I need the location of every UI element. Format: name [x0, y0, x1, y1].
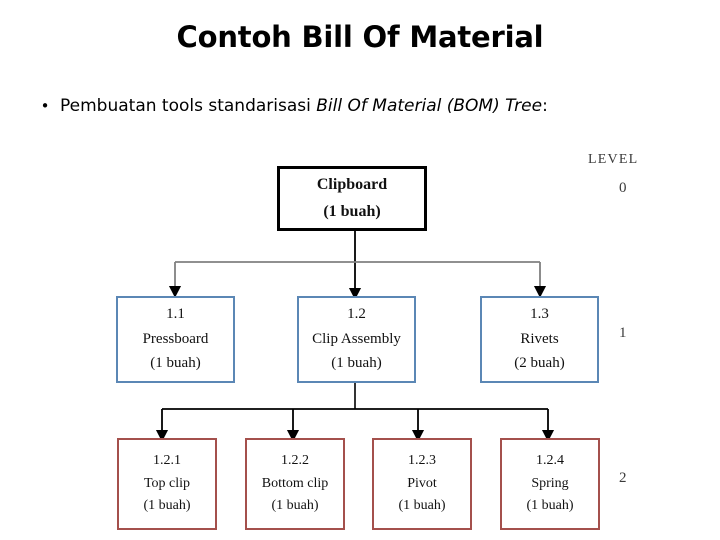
bom-node-qty: (1 buah) — [526, 498, 574, 514]
bom-node-code: 1.1 — [166, 305, 185, 322]
level-legend-title: LEVEL — [588, 152, 639, 167]
bom-node-name: Top clip — [143, 475, 191, 491]
bom-node-spring[interactable]: 1.2.4 Spring (1 buah) — [500, 438, 600, 530]
page-title: Contoh Bill Of Material — [176, 20, 544, 54]
bom-node-qty: (1 buah) — [143, 498, 191, 514]
level-legend-2: 2 — [619, 470, 627, 486]
bullet-list-item: • Pembuatan tools standarisasi Bill Of M… — [30, 96, 690, 116]
bom-node-code: 1.2.2 — [281, 452, 309, 468]
bom-node-top-clip[interactable]: 1.2.1 Top clip (1 buah) — [117, 438, 217, 530]
bom-node-name: Pivot — [407, 475, 437, 491]
bom-node-clip-assembly[interactable]: 1.2 Clip Assembly (1 buah) — [297, 296, 416, 383]
bom-node-qty: (1 buah) — [398, 498, 446, 514]
bom-node-name: Bottom clip — [261, 475, 329, 491]
bom-node-code: 1.2 — [347, 305, 366, 322]
bom-tree-diagram: Clipboard (1 buah) 1.1 Pressboard (1 bua… — [0, 140, 720, 540]
bom-node-qty: (1 buah) — [271, 498, 319, 514]
bom-node-name: Clipboard — [316, 175, 388, 193]
bom-node-name: Pressboard — [142, 330, 209, 347]
bom-node-qty: (1 buah) — [331, 355, 382, 372]
bom-node-pivot[interactable]: 1.2.3 Pivot (1 buah) — [372, 438, 472, 530]
level-legend-1: 1 — [619, 325, 627, 341]
bom-node-qty: (1 buah) — [150, 355, 201, 372]
bom-node-bottom-clip[interactable]: 1.2.2 Bottom clip (1 buah) — [245, 438, 345, 530]
bullet-text-tail: : — [542, 96, 548, 116]
bullet-text-lead: Pembuatan tools standarisasi — [60, 96, 317, 116]
bom-node-qty: (2 buah) — [514, 355, 565, 372]
bullet-text: Pembuatan tools standarisasi Bill Of Mat… — [60, 96, 548, 116]
bom-node-code: 1.3 — [530, 305, 549, 322]
bom-node-name: Clip Assembly — [312, 330, 401, 347]
bom-node-clipboard[interactable]: Clipboard (1 buah) — [277, 166, 427, 231]
bom-node-code: 1.2.4 — [536, 452, 564, 468]
bom-node-rivets[interactable]: 1.3 Rivets (2 buah) — [480, 296, 599, 383]
bom-node-qty: (1 buah) — [323, 202, 381, 220]
bom-node-code: 1.2.3 — [408, 452, 436, 468]
level-legend-0: 0 — [619, 180, 627, 196]
bom-node-name: Spring — [531, 475, 569, 491]
bom-node-pressboard[interactable]: 1.1 Pressboard (1 buah) — [116, 296, 235, 383]
bullet-text-emphasis: Bill Of Material (BOM) Tree — [316, 96, 543, 116]
bom-node-code: 1.2.1 — [153, 452, 181, 468]
bullet-marker-icon: • — [40, 97, 50, 115]
bom-node-name: Rivets — [520, 330, 559, 347]
connector-lines — [155, 231, 555, 442]
